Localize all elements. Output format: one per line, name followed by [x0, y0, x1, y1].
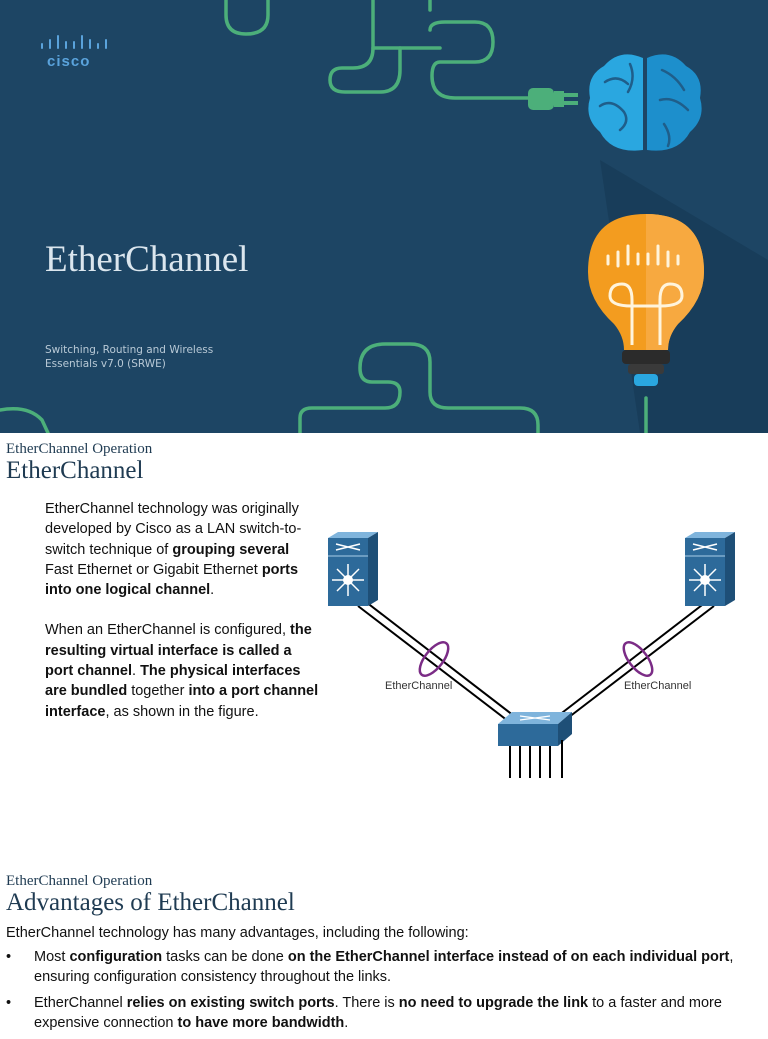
brain-icon — [588, 54, 702, 151]
intro-text: EtherChannel technology has many advanta… — [6, 925, 469, 941]
etherchannel-label-right: EtherChannel — [624, 680, 691, 692]
section-kicker: EtherChannel Operation — [6, 873, 153, 889]
paragraph-2: When an EtherChannel is configured, the … — [45, 620, 320, 721]
bold-run: to have more bandwidth — [177, 1015, 345, 1031]
slide-title: EtherChannel — [45, 239, 249, 280]
light-bulb-icon — [588, 214, 704, 386]
text-run: , ensuring configuration consistency thr… — [34, 949, 734, 985]
text-run: . — [210, 582, 215, 599]
etherchannel-links — [357, 601, 715, 725]
etherchannel-label-left: EtherChannel — [385, 680, 452, 692]
bullet-icon: • — [6, 995, 12, 1011]
slide-subtitle: Switching, Routing and Wireless Essentia… — [45, 343, 265, 371]
bold-run: the resulting virtual interface is calle… — [45, 622, 312, 680]
cisco-logo-text: cisco — [47, 53, 91, 70]
etherchannel-slide: EtherChannel Operation EtherChannel Ethe… — [0, 433, 768, 863]
subtitle-line-2: Essentials v7.0 (SRWE) — [45, 358, 166, 370]
body-text: EtherChannel technology was originally d… — [45, 499, 320, 742]
text-run: EtherChannel — [34, 995, 127, 1011]
bold-run: ports into one logical channel — [45, 561, 299, 599]
text-run: Fast Ethernet or Gigabit Ethernet — [45, 561, 262, 578]
title-slide: cisco EtherChannel Switching, Routing an… — [0, 0, 768, 433]
list-item: • Most configuration tasks can be done on… — [0, 947, 762, 987]
subtitle-line-1: Switching, Routing and Wireless — [45, 344, 214, 356]
paragraph-1: EtherChannel technology was originally d… — [45, 499, 320, 600]
bold-run: into a port channel interface — [45, 683, 319, 720]
bullet-icon: • — [6, 949, 12, 965]
bold-run: no need to upgrade the link — [398, 995, 589, 1011]
section-kicker: EtherChannel Operation — [6, 441, 153, 457]
advantages-list: • Most configuration tasks can be done on… — [0, 947, 762, 1039]
text-run: together — [127, 683, 189, 700]
cisco-logo-bars-icon — [41, 35, 107, 49]
text-run: , as shown in the figure. — [105, 703, 259, 720]
decorative-circuit-art — [0, 0, 768, 433]
access-switch-bottom — [498, 712, 572, 778]
bold-run: The physical interfaces are bundled — [45, 663, 301, 700]
multilayer-switch-right — [685, 532, 735, 606]
section-heading: Advantages of EtherChannel — [6, 889, 295, 916]
bold-run: grouping several — [172, 541, 290, 558]
bundle-ring-right — [622, 641, 654, 677]
text-run: EtherChannel technology was originally d… — [45, 501, 302, 558]
section-heading: EtherChannel — [6, 457, 144, 484]
advantages-slide: EtherChannel Operation Advantages of Eth… — [0, 863, 768, 1031]
bundle-ring-left — [418, 641, 450, 677]
text-run: . — [132, 663, 141, 680]
multilayer-switch-left — [328, 532, 378, 606]
text-run: When an EtherChannel is configured, — [45, 622, 291, 639]
text-run: tasks can be done — [162, 949, 288, 965]
text-run: . There is — [334, 995, 399, 1011]
etherchannel-diagram: EtherChannel EtherChannel — [328, 532, 735, 778]
list-item: • EtherChannel relies on existing switch … — [0, 993, 762, 1033]
bold-run: relies on existing switch ports — [126, 995, 335, 1011]
text-run: . — [344, 1015, 349, 1031]
text-run: Most — [34, 949, 70, 965]
bold-run: configuration — [69, 949, 163, 965]
bold-run: on the EtherChannel interface instead of… — [287, 949, 730, 965]
